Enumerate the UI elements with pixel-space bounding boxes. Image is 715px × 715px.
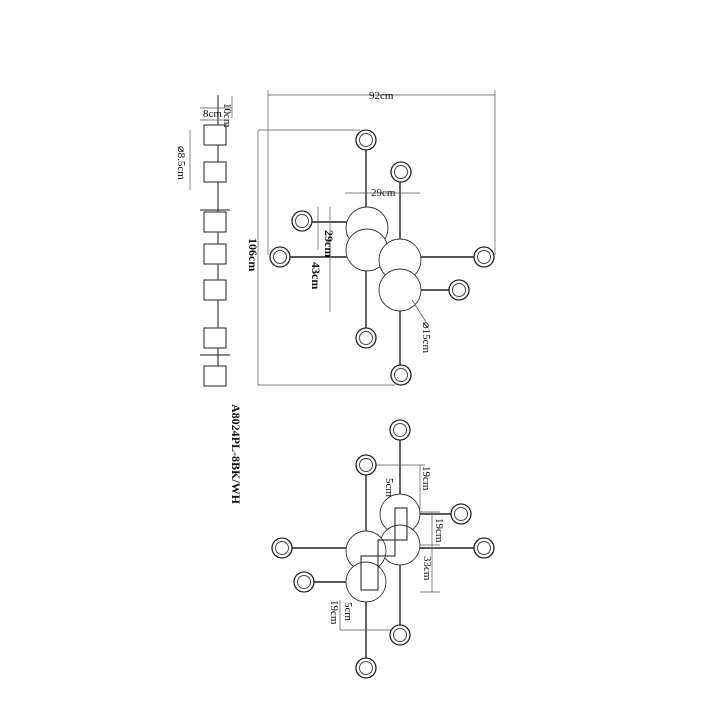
top-lamp-inner: [454, 507, 468, 521]
top-dim-right-b: 33cm: [421, 556, 433, 581]
front-dim-globe-a: 29cm: [322, 230, 336, 257]
top-lamp: [473, 537, 495, 559]
front-dim-width: 92cm: [369, 90, 394, 102]
front-lamp-inner: [273, 250, 287, 264]
side-globe: [203, 243, 227, 265]
front-lamp-inner: [295, 214, 309, 228]
model-code: A8024PL-8BK/WH: [229, 404, 243, 505]
side-dim-width: 8cm: [203, 108, 222, 120]
front-lamp: [291, 210, 313, 232]
top-lamp-inner: [393, 628, 407, 642]
top-dim-bottom-left: 19cm: [328, 600, 340, 625]
front-dim-height: 106cm: [246, 238, 260, 271]
front-lamp: [448, 279, 470, 301]
front-dim-diameter-leader: [411, 299, 427, 323]
front-dim-globe-diameter: ⌀15cm: [420, 322, 432, 354]
top-lamp-inner: [275, 541, 289, 555]
front-lamp-inner: [359, 331, 373, 345]
top-lamp-inner: [393, 423, 407, 437]
front-dim-globe-b: 43cm: [309, 262, 323, 289]
front-lamp-inner: [452, 283, 466, 297]
top-lamp-inner: [359, 458, 373, 472]
side-dim-diameter: ⌀8.5cm: [175, 146, 187, 180]
front-lamp: [390, 364, 412, 386]
front-dim-globe-width: 29cm: [371, 187, 396, 199]
top-lamp-inner: [359, 661, 373, 675]
top-globe: [345, 561, 387, 603]
top-lamp: [355, 657, 377, 679]
side-globe: [203, 161, 227, 183]
top-dim-bottom-offset: 5cm: [342, 602, 354, 621]
top-dim-top-right: 19cm: [420, 466, 432, 491]
top-dim-right-a: 19cm: [433, 518, 445, 543]
top-view: 19cm 5cm 19cm 33cm 5cm 19cm: [271, 419, 495, 679]
top-canopy: [360, 507, 408, 591]
front-view: 92cm 106cm 29cm 29cm 43cm ⌀15cm: [246, 90, 496, 386]
front-lamp: [390, 161, 412, 183]
front-lamp: [269, 246, 291, 268]
side-globe: [203, 124, 227, 146]
side-globe: [203, 327, 227, 349]
top-lamp-inner: [297, 575, 311, 589]
top-globe: [379, 524, 421, 566]
front-lamp: [473, 246, 495, 268]
side-dim-top: 10cm: [221, 103, 233, 128]
front-globe: [378, 268, 422, 312]
side-view: 10cm 8cm ⌀8.5cm: [175, 95, 233, 387]
top-lamp: [450, 503, 472, 525]
top-lamp: [389, 624, 411, 646]
side-globe: [203, 211, 227, 233]
front-lamp-inner: [394, 165, 408, 179]
top-dim-top-offset: 5cm: [383, 478, 395, 497]
front-lamp: [355, 129, 377, 151]
top-lamp: [293, 571, 315, 593]
top-lamp-inner: [477, 541, 491, 555]
top-lamp: [389, 419, 411, 441]
front-lamp-inner: [394, 368, 408, 382]
top-lamp: [271, 537, 293, 559]
front-lamp-inner: [477, 250, 491, 264]
side-globe: [203, 279, 227, 301]
front-lamp: [355, 327, 377, 349]
top-lamp: [355, 454, 377, 476]
front-lamp-inner: [359, 133, 373, 147]
side-globe: [203, 365, 227, 387]
